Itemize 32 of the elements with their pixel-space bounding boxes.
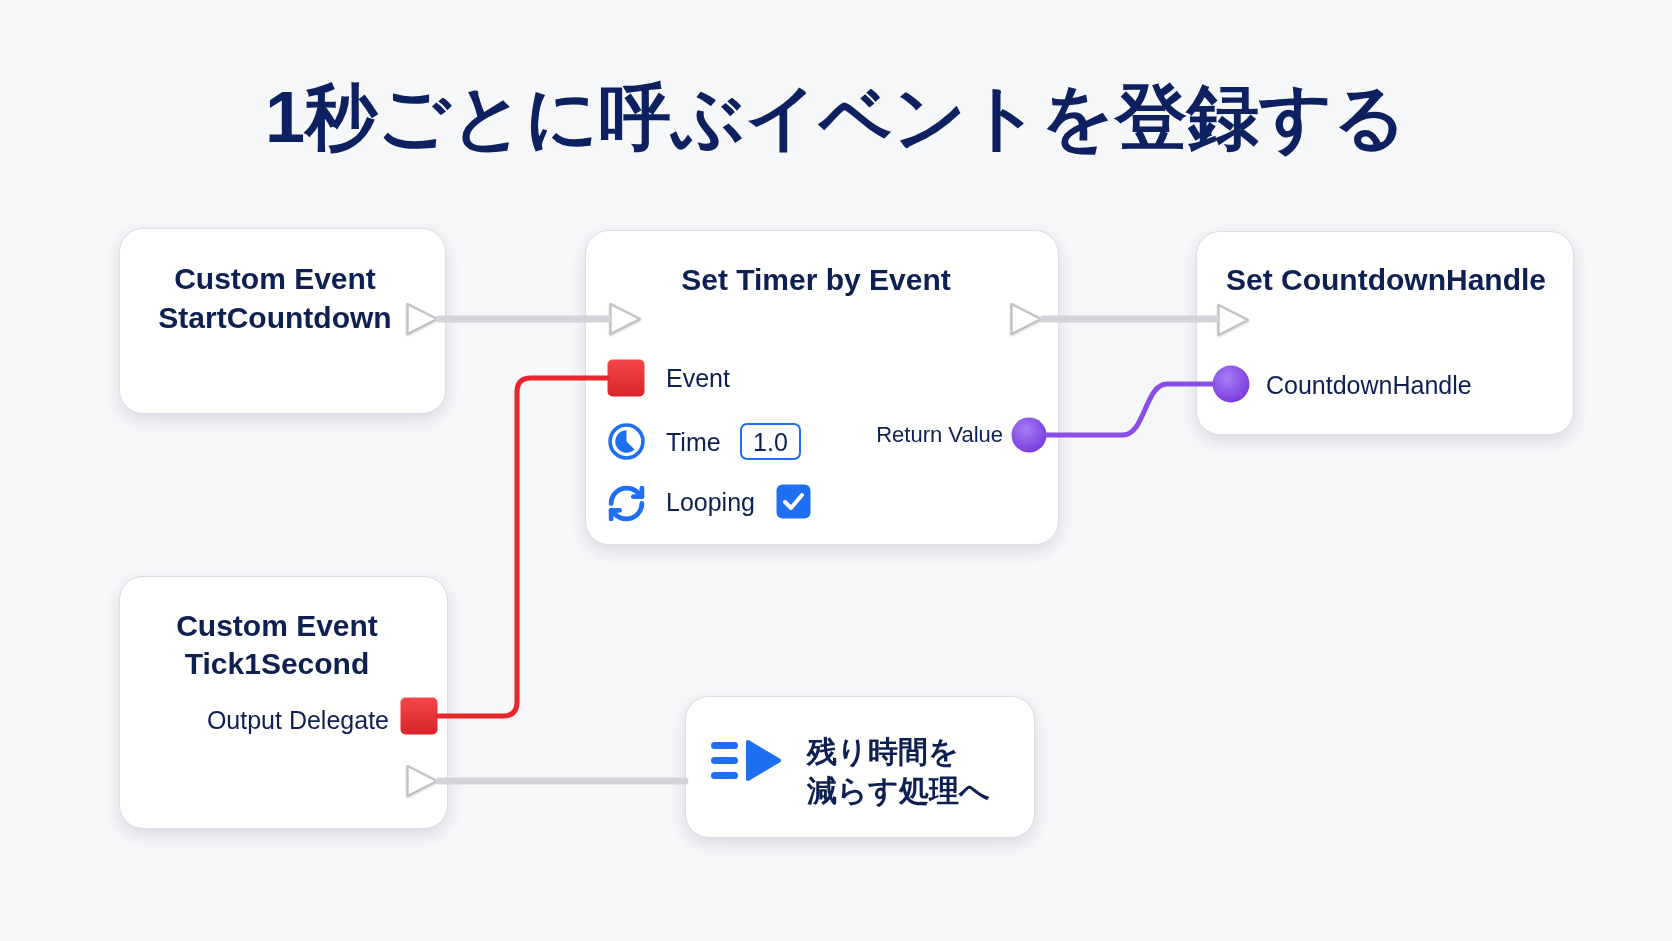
field-label: Looping [666, 487, 755, 517]
node-title: Custom Event StartCountdown [157, 261, 393, 336]
pin-label: Output Delegate [206, 705, 389, 735]
node-card [119, 576, 448, 829]
node-card [585, 230, 1059, 545]
exec-pin-icon [1216, 301, 1250, 339]
data-pin-icon [1011, 417, 1047, 453]
data-pin-icon [1212, 365, 1250, 403]
exec-pin-icon [405, 300, 439, 338]
exec-pin-icon [1009, 300, 1043, 338]
wire [435, 777, 689, 785]
wire [435, 315, 612, 323]
pin-label: Event [666, 363, 730, 393]
value-field: 1.0 [740, 423, 801, 460]
node-title: Set CountdownHandle [1225, 262, 1547, 298]
node-card [119, 228, 446, 414]
field-label: Time [666, 427, 721, 457]
exec-pin-icon [608, 300, 642, 338]
action-text: 残り時間を減らす処理へ [807, 734, 990, 809]
node-title: Set Timer by Event [680, 262, 952, 298]
delegate-pin-icon [400, 697, 438, 735]
delegate-pin-icon [607, 359, 645, 397]
page-title: 1秒ごとに呼ぶイベントを登録する [264, 76, 1407, 159]
node-title: Custom Event Tick1Second [175, 608, 379, 682]
pin-label: Return Value [876, 421, 1003, 449]
exec-pin-icon [405, 762, 439, 800]
pin-label: CountdownHandle [1266, 370, 1472, 400]
wire [1039, 315, 1220, 323]
node-card [1196, 231, 1574, 435]
action-card [685, 696, 1035, 838]
wire [435, 375, 610, 719]
wire [1044, 381, 1215, 438]
